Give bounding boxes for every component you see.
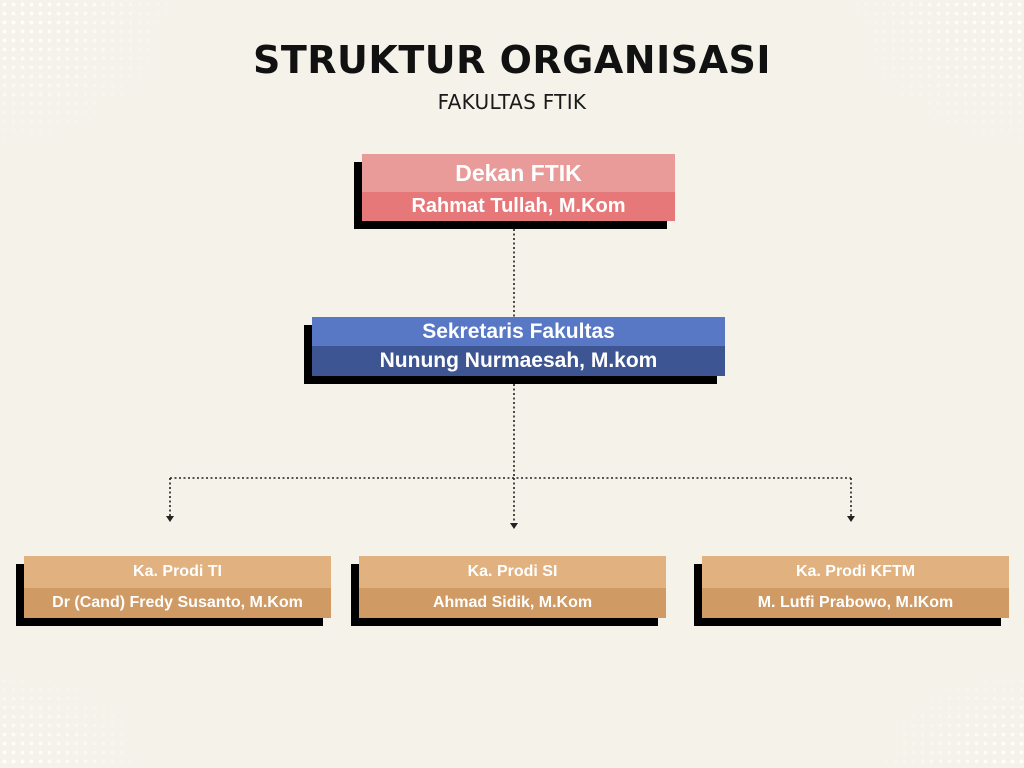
prodi-box-kftm: Ka. Prodi KFTM M. Lutfi Prabowo, M.IKom: [694, 556, 1009, 626]
page-subtitle: FAKULTAS FTIK: [437, 90, 587, 114]
prodi-role: Ka. Prodi KFTM: [702, 556, 1009, 588]
prodi-box-si: Ka. Prodi SI Ahmad Sidik, M.Kom: [351, 556, 666, 626]
prodi-role: Ka. Prodi SI: [359, 556, 666, 588]
arrow-head-icon: [166, 516, 174, 522]
prodi-role: Ka. Prodi TI: [24, 556, 331, 588]
prodi-name: M. Lutfi Prabowo, M.IKom: [702, 588, 1009, 618]
dekan-box: Dekan FTIK Rahmat Tullah, M.Kom: [354, 154, 675, 229]
prodi-name: Ahmad Sidik, M.Kom: [359, 588, 666, 618]
arrow-head-icon: [847, 516, 855, 522]
dekan-name: Rahmat Tullah, M.Kom: [362, 192, 675, 221]
sekretaris-name: Nunung Nurmaesah, M.kom: [312, 346, 725, 376]
arrow-head-icon: [510, 523, 518, 529]
sekretaris-box: Sekretaris Fakultas Nunung Nurmaesah, M.…: [304, 317, 725, 384]
sekretaris-role: Sekretaris Fakultas: [312, 317, 725, 346]
dekan-role: Dekan FTIK: [362, 154, 675, 192]
prodi-box-ti: Ka. Prodi TI Dr (Cand) Fredy Susanto, M.…: [16, 556, 331, 626]
page-title: STRUKTUR ORGANISASI: [252, 38, 771, 82]
prodi-name: Dr (Cand) Fredy Susanto, M.Kom: [24, 588, 331, 618]
